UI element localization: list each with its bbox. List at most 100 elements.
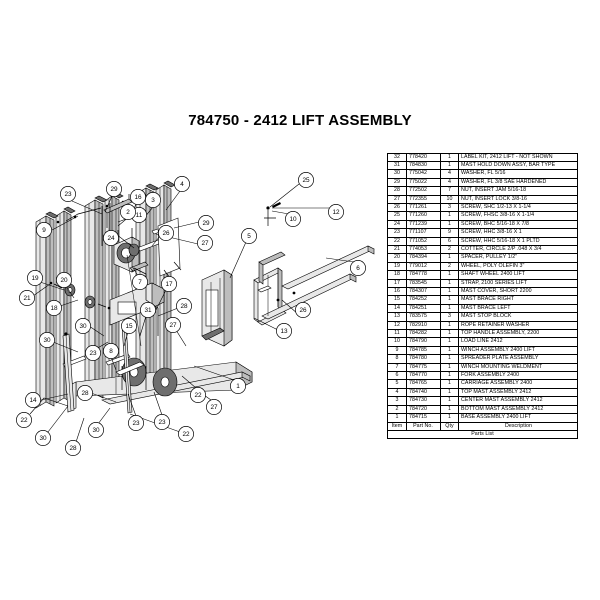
cell-item: 17 [387, 278, 407, 289]
balloon-callout-31[interactable]: 31 [140, 302, 156, 318]
balloon-callout-23[interactable]: 23 [154, 414, 170, 430]
cell-qty: 1 [440, 404, 459, 415]
balloon-callout-23[interactable]: 23 [128, 415, 144, 431]
cell-description: MAST BRACE RIGHT [458, 295, 578, 305]
cell-qty: 3 [440, 312, 459, 322]
cell-item: 18 [387, 270, 407, 280]
balloon-callout-5[interactable]: 5 [241, 228, 257, 244]
cell-qty: 4 [440, 169, 459, 179]
balloon-callout-1[interactable]: 1 [230, 378, 246, 394]
balloon-label: 3 [151, 197, 155, 204]
cell-qty: 1 [440, 219, 459, 230]
balloon-callout-29[interactable]: 29 [106, 181, 122, 197]
balloon-callout-12[interactable]: 12 [328, 204, 344, 220]
balloon-circle [56, 272, 72, 288]
balloon-callout-22[interactable]: 22 [190, 387, 206, 403]
balloon-callout-21[interactable]: 21 [19, 290, 35, 306]
balloon-label: 23 [132, 420, 140, 427]
balloon-callout-8[interactable]: 8 [103, 343, 119, 359]
balloon-circle [161, 276, 177, 292]
balloon-callout-18[interactable]: 18 [46, 300, 62, 316]
cell-qty: 2 [440, 244, 459, 255]
cell-qty: 1 [440, 337, 459, 347]
balloon-callout-20[interactable]: 20 [56, 272, 72, 288]
balloon-circle [165, 317, 181, 333]
balloon-callout-19[interactable]: 19 [27, 270, 43, 286]
cell-description: SPREADER PLATE ASSEMBLY [458, 354, 578, 364]
cell-part-no: 784251 [406, 303, 441, 314]
balloon-circle [77, 385, 93, 401]
balloon-callout-14[interactable]: 14 [25, 392, 41, 408]
balloon-callout-30[interactable]: 30 [75, 318, 91, 334]
balloon-callout-3[interactable]: 3 [145, 192, 161, 208]
balloon-circle [140, 302, 156, 318]
cell-part-no: 771052 [406, 236, 441, 246]
balloon-callout-17[interactable]: 17 [161, 276, 177, 292]
cell-item: 2 [387, 404, 407, 415]
balloon-callout-27[interactable]: 27 [165, 317, 181, 333]
balloon-label: 23 [158, 419, 166, 426]
balloon-label: 30 [43, 337, 51, 344]
balloon-callout-28[interactable]: 28 [176, 298, 192, 314]
cell-item: 7 [387, 362, 407, 373]
balloon-callout-26[interactable]: 26 [158, 225, 174, 241]
cell-item: 20 [387, 253, 407, 263]
balloon-callout-15[interactable]: 15 [121, 318, 137, 334]
balloon-callout-23[interactable]: 23 [85, 345, 101, 361]
balloon-callout-23[interactable]: 23 [60, 186, 76, 202]
balloon-callout-24[interactable]: 24 [103, 230, 119, 246]
cell-part-no: 778420 [406, 152, 441, 162]
cell-qty: 10 [440, 194, 459, 204]
balloon-callout-26[interactable]: 26 [295, 302, 311, 318]
balloon-callout-28[interactable]: 28 [65, 440, 81, 456]
balloon-callout-30[interactable]: 30 [39, 332, 55, 348]
balloon-callout-7[interactable]: 7 [132, 274, 148, 290]
balloon-label: 27 [210, 404, 218, 411]
balloon-callout-13[interactable]: 13 [276, 323, 292, 339]
balloon-circle [241, 228, 257, 244]
cell-description: COTTER, CIRCLE 2/P .048 X 3/4 [458, 244, 578, 255]
balloon-callout-9[interactable]: 9 [36, 222, 52, 238]
balloon-callout-30[interactable]: 30 [35, 430, 51, 446]
balloon-label: 16 [134, 194, 142, 201]
cell-part-no: 784252 [406, 295, 441, 305]
balloon-callout-16[interactable]: 16 [130, 189, 146, 205]
balloon-circle [103, 343, 119, 359]
balloon-callout-22[interactable]: 22 [178, 426, 194, 442]
balloon-label: 30 [92, 427, 100, 434]
balloon-callout-22[interactable]: 22 [16, 412, 32, 428]
balloon-label: 15 [125, 323, 133, 330]
balloon-circle [103, 230, 119, 246]
cell-qty: 1 [440, 152, 459, 162]
balloon-label: 19 [31, 275, 39, 282]
balloon-callout-4[interactable]: 4 [174, 176, 190, 192]
balloon-circle [128, 415, 144, 431]
balloon-label: 29 [110, 186, 118, 193]
cell-part-no: 784720 [406, 404, 441, 415]
cell-part-no: 784740 [406, 387, 441, 398]
winch-group [109, 228, 165, 326]
cell-qty: 1 [440, 345, 459, 356]
balloon-label: 18 [50, 305, 58, 312]
balloon-callout-10[interactable]: 10 [285, 211, 301, 227]
balloon-callout-27[interactable]: 27 [206, 399, 222, 415]
cell-item: 8 [387, 354, 407, 364]
balloon-callout-27[interactable]: 27 [197, 235, 213, 251]
rope-retainer-group [264, 202, 281, 226]
balloon-label: 12 [332, 209, 340, 216]
balloon-callout-30[interactable]: 30 [88, 422, 104, 438]
balloon-callout-6[interactable]: 6 [350, 260, 366, 276]
balloon-callout-25[interactable]: 25 [298, 172, 314, 188]
balloon-callout-29[interactable]: 29 [198, 215, 214, 231]
balloon-callout-28[interactable]: 28 [77, 385, 93, 401]
cell-qty: 1 [440, 303, 459, 314]
cell-part-no: 784780 [406, 354, 441, 364]
balloon-callout-2[interactable]: 2 [120, 204, 136, 220]
